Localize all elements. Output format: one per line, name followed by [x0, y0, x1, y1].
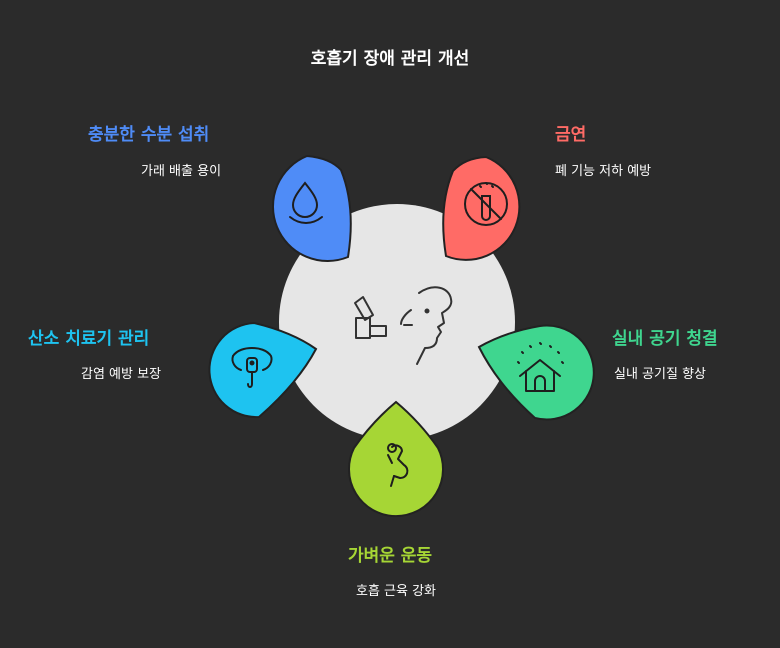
item-title-oxygen: 산소 치료기 관리: [28, 329, 150, 349]
inhaler-face-icon: [354, 286, 453, 365]
item-desc-no-smoking: 폐 기능 저하 예방: [555, 164, 652, 179]
oxygen-mask-icon: [231, 347, 273, 388]
petal-oxygen: [208, 321, 318, 419]
clean-house-icon: [517, 342, 564, 392]
center-circle: [279, 204, 515, 440]
exercise-band-icon: [387, 443, 409, 487]
item-desc-oxygen: 감염 예방 보장: [81, 367, 162, 382]
petal-water: [272, 154, 352, 262]
petal-exercise: [348, 400, 444, 518]
diagram-title: 호흡기 장애 관리 개선: [310, 49, 470, 69]
petal-no-smoking: [442, 155, 521, 261]
no-smoking-icon: [464, 182, 508, 226]
item-title-water: 충분한 수분 섭취: [88, 125, 210, 145]
item-desc-exercise: 호흡 근육 강화: [355, 584, 437, 599]
item-title-exercise: 가벼운 운동: [347, 546, 433, 566]
item-title-clean-air: 실내 공기 청결: [612, 329, 718, 349]
item-title-no-smoking: 금연: [555, 125, 587, 145]
water-drop-icon: [289, 181, 323, 224]
item-desc-water: 가래 배출 용이: [141, 164, 222, 179]
item-desc-clean-air: 실내 공기질 향상: [614, 367, 706, 382]
petal-clean-air: [477, 324, 595, 421]
